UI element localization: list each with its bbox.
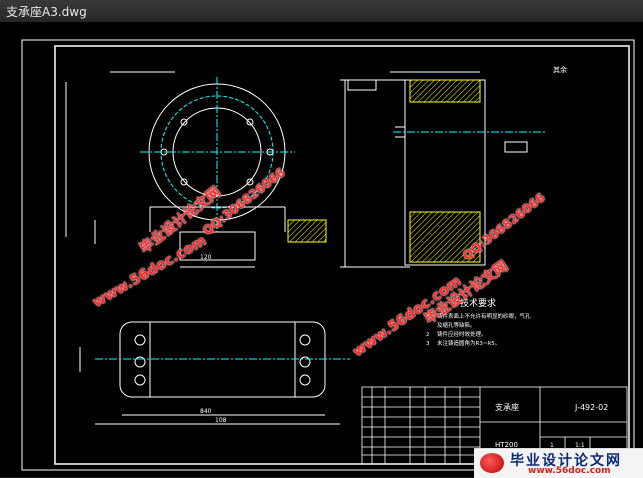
brand-logo-icon: [480, 453, 504, 473]
top-view-flange: [65, 71, 327, 268]
tech-req-num: 3: [426, 341, 430, 347]
sheet-inner-border: [54, 45, 630, 465]
window-title: 支承座A3.dwg: [6, 5, 87, 19]
tech-req-num: 1: [426, 314, 430, 320]
sheet-outer-border: [21, 39, 635, 471]
tech-req-text: 及缩孔等缺陷。: [437, 321, 476, 329]
qty-label: 1: [550, 442, 554, 449]
footer-site: www.56doc.com: [528, 466, 611, 476]
tech-req-text: 铸件应经时效处理。: [437, 330, 487, 338]
drawing-canvas[interactable]: 120 其余 840 108: [0, 22, 643, 477]
bottom-view-base: [79, 321, 350, 425]
drawing-number: J-492-02: [574, 403, 608, 412]
tech-req-heading: 技术要求: [460, 297, 496, 309]
cad-drawing: 120 其余 840 108: [21, 39, 635, 471]
tech-req-list: 1 铸件表面上不允许有明显的砂眼，气孔 及缩孔等缺陷。 2 铸件应经时效处理。 …: [426, 312, 531, 347]
roughness-label: 其余: [553, 65, 567, 74]
footer-brand: 毕业设计论文网: [510, 453, 622, 469]
tech-req-text: 铸件表面上不允许有明显的砂眼，气孔: [437, 312, 531, 320]
tech-req-text: 未注铸造圆角为R3~R5。: [437, 339, 500, 347]
scale-label: 1:1: [575, 442, 585, 449]
section-view: [340, 71, 545, 268]
dim-120-label: 120: [200, 254, 212, 261]
material-label: HT200: [495, 441, 518, 449]
dim-108-label: 108: [215, 417, 227, 424]
window-titlebar: 支承座A3.dwg: [0, 0, 643, 23]
part-name: 支承座: [495, 402, 519, 412]
dim-840-label: 840: [200, 408, 212, 415]
tech-req-num: 2: [426, 332, 430, 338]
footer-banner: 毕业设计论文网 www.56doc.com: [474, 448, 643, 478]
